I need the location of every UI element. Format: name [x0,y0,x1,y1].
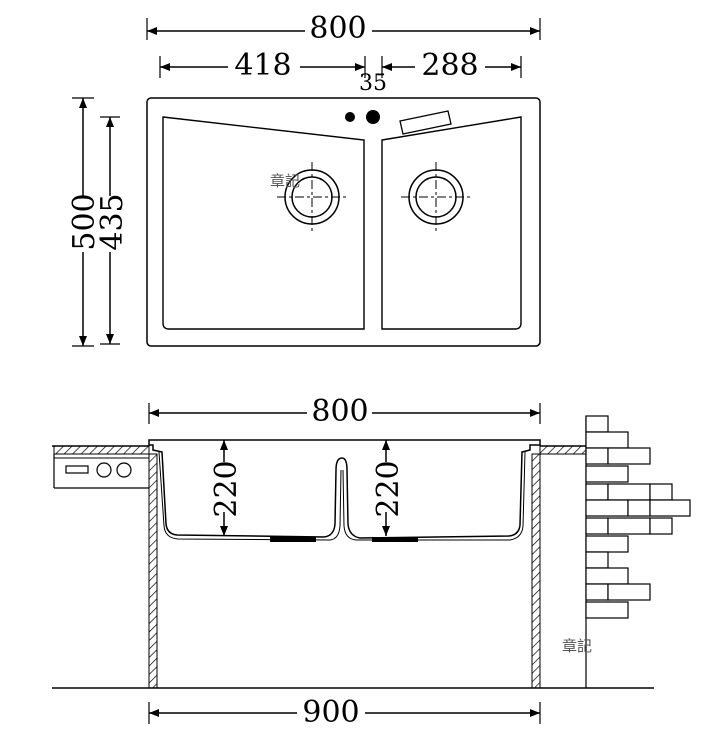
overall-depth-label: 500 [67,193,102,250]
left-bowl-depth-label: 220 [209,460,244,517]
brick-wall [585,415,691,688]
right-drain-strainer [372,537,418,542]
side-overall-width-label: 800 [311,394,368,429]
sink-cross-section [148,439,541,539]
right-bowl-depth-dimension: 220 [371,440,406,536]
overflow-plate [399,110,452,135]
cabinet-left-wall [148,453,158,689]
tap-hole-large [366,110,380,124]
countertop-left [53,445,150,455]
top-view: 800 418 288 35 500 [67,11,541,347]
oven-control-panel [53,454,149,489]
top-bowl-width-dimension: 418 288 35 [159,48,522,96]
sink-outer-outline [146,97,541,347]
cabinet-right-wall [531,453,541,689]
left-bowl-depth-dimension: 220 [209,440,244,536]
right-bowl-width-label: 288 [421,48,478,83]
left-bowl-outline [162,116,365,330]
watermark-side: 章記 [562,637,592,655]
top-overall-width-dimension: 800 [146,11,541,46]
right-drain [401,162,471,232]
cabinet-width-label: 900 [302,695,359,730]
left-drain [277,162,347,232]
divider-width-label: 35 [359,71,387,96]
top-overall-depth-dimension: 500 [67,97,102,347]
right-bowl-outline [381,116,522,330]
side-overall-width-dimension: 800 [148,394,541,429]
watermark-top: 章記 [270,172,300,190]
tap-hole-small [345,112,355,122]
oven-knob-2 [116,462,132,478]
countertop-right [539,445,587,455]
right-bowl-depth-label: 220 [371,460,406,517]
inner-depth-label: 435 [95,193,130,250]
left-drain-strainer [270,537,316,542]
oven-knob-1 [96,462,112,478]
side-view: 800 22 [52,394,691,730]
oven-display [65,465,89,474]
left-bowl-width-label: 418 [234,48,291,83]
cabinet-width-dimension: 900 [148,695,541,730]
top-inner-depth-dimension: 435 [95,116,130,345]
top-overall-width-label: 800 [309,11,366,46]
